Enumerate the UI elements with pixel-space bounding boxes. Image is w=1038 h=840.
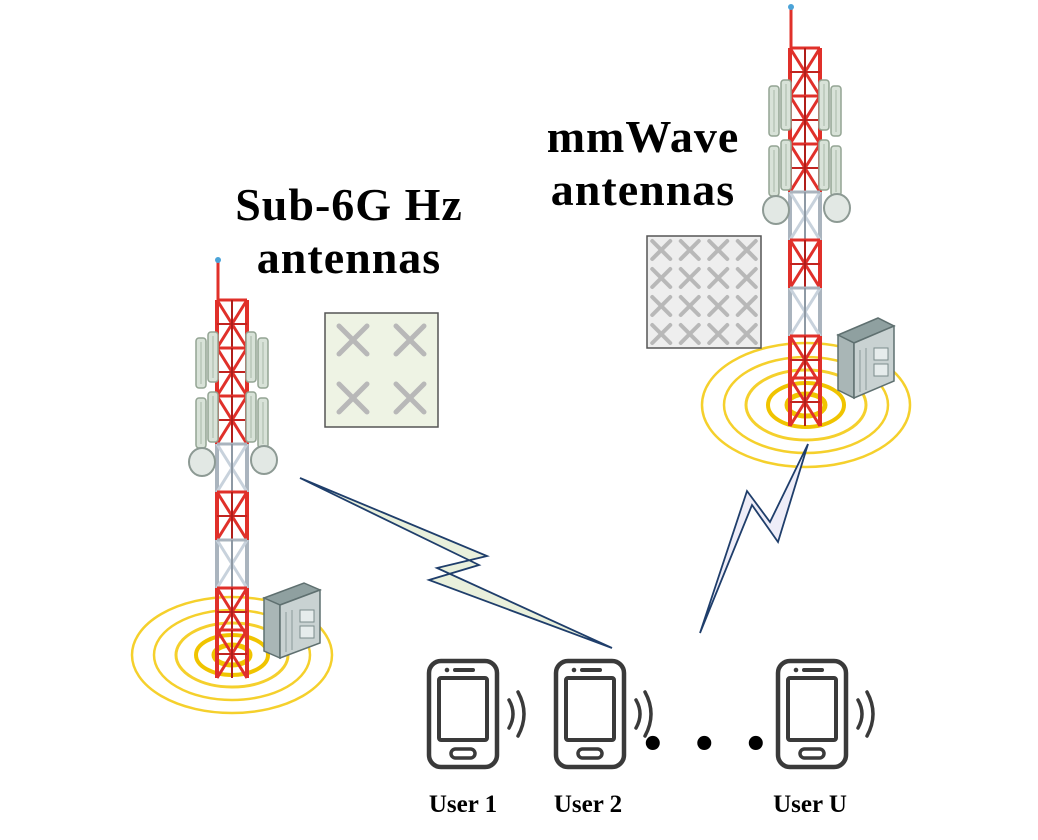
mmwave-antenna-element [678, 323, 701, 345]
user-2-phone-icon [556, 661, 651, 767]
sub6-wireless-link [299, 477, 613, 649]
user-u-phone-icon [778, 661, 873, 767]
mmwave-antenna-element [735, 239, 758, 261]
mmwave-antenna-element [735, 323, 758, 345]
ellipsis-dots: • • • [640, 722, 775, 768]
mmwave-antenna-element [707, 323, 730, 345]
sub6-antenna-array [324, 312, 439, 428]
mmwave-antenna-element [735, 295, 758, 317]
mmwave-antenna-element [707, 239, 730, 261]
sub6-title-line2: antennas [256, 232, 442, 284]
sub6-antennas-label: Sub-6G Hz antennas [206, 178, 492, 285]
mmwave-equipment-cabinet [836, 317, 896, 400]
mmwave-antenna-element [678, 267, 701, 289]
mmwave-antenna-element [707, 267, 730, 289]
user-1-phone-icon [429, 661, 524, 767]
user-u-label: User U [773, 791, 847, 818]
mmwave-antenna-element [650, 267, 673, 289]
user-1-label: User 1 [428, 791, 498, 818]
mmwave-tower-icon [762, 4, 851, 428]
mmwave-antenna-element [678, 295, 701, 317]
mmwave-antenna-element [650, 295, 673, 317]
mmwave-title-line2: antennas [550, 164, 736, 216]
mmwave-antenna-element [650, 239, 673, 261]
sub6-tower-icon [188, 257, 278, 680]
mmwave-wireless-link [699, 443, 809, 634]
user-2-label: User 2 [553, 791, 623, 818]
mmwave-antenna-element [650, 323, 673, 345]
mmwave-title-line1: mmWave [546, 111, 740, 162]
mmwave-antenna-element [707, 295, 730, 317]
sub6-title-line1: Sub-6G Hz [235, 179, 463, 230]
sub6-equipment-cabinet [262, 582, 322, 660]
mmwave-antennas-label: mmWave antennas [514, 110, 772, 217]
mmwave-antenna-element [735, 267, 758, 289]
mmwave-antenna-array [646, 235, 762, 349]
mmwave-antenna-element [678, 239, 701, 261]
